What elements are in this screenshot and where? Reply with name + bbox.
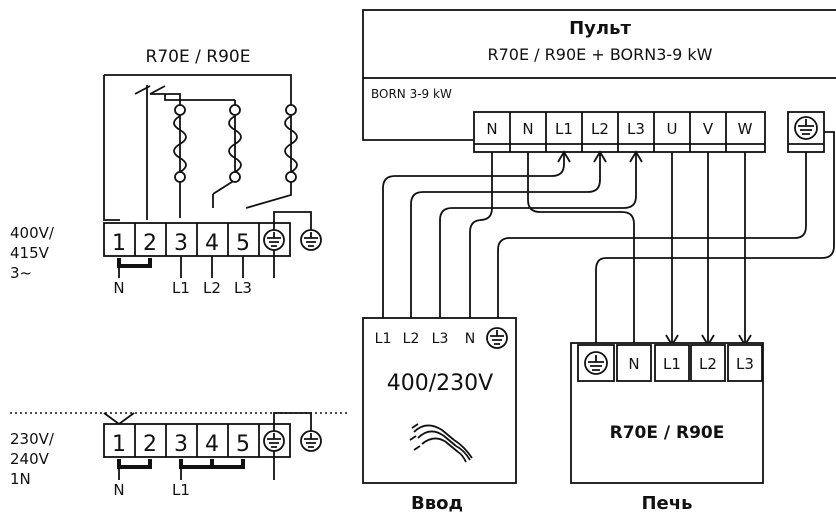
- panel-terminal-l2: L2: [591, 120, 609, 138]
- label-l3: L3: [234, 279, 252, 297]
- voltage-1phase-line2: 240V: [10, 450, 50, 468]
- terminal-4: 4: [205, 231, 219, 256]
- ground-icon: [263, 430, 285, 452]
- ground-icon: [273, 211, 322, 251]
- heater-terminal-l1: L1: [663, 355, 681, 373]
- ground-icon: [787, 111, 825, 153]
- heater-model: R70E / R90E: [610, 423, 725, 443]
- voltage-3phase-line3: 3~: [10, 264, 32, 282]
- heater-caption: Печь: [641, 493, 692, 514]
- cable-icon: [409, 423, 473, 463]
- voltage-1phase-line1: 230V/: [10, 430, 55, 448]
- terminal-5-lower: 5: [236, 432, 250, 457]
- heater-terminal-n: N: [628, 355, 639, 373]
- panel-subtitle: R70E / R90E + BORN3-9 kW: [488, 45, 713, 64]
- heating-element-icon: [173, 104, 298, 183]
- ground-icon: [263, 229, 285, 251]
- supply-terminal-l3: L3: [432, 331, 449, 347]
- label-n-lower: N: [113, 481, 124, 499]
- terminal-3: 3: [174, 231, 188, 256]
- wires: [382, 131, 835, 347]
- heater-terminal-l3: L3: [736, 355, 754, 373]
- panel-terminal-v: V: [703, 120, 714, 138]
- terminal-3-lower: 3: [174, 432, 188, 457]
- supply-terminal-l2: L2: [403, 331, 420, 347]
- terminal-2: 2: [143, 231, 157, 256]
- panel-terminal-n2: N: [522, 120, 533, 138]
- supply-voltage: 400/230V: [387, 371, 493, 396]
- label-n: N: [113, 279, 124, 297]
- panel-terminal-l1: L1: [555, 120, 573, 138]
- terminal-2-lower: 2: [143, 432, 157, 457]
- voltage-3phase-line1: 400V/: [10, 224, 55, 242]
- terminal-5: 5: [236, 231, 250, 256]
- heater-element-wiring: [103, 74, 292, 221]
- ground-icon: [486, 327, 508, 349]
- terminal-block-1phase: 1 2 3 4 5: [103, 423, 291, 458]
- panel-terminal-n1: N: [486, 120, 497, 138]
- voltage-3phase-line2: 415V: [10, 244, 50, 262]
- jumper: [117, 258, 152, 268]
- ground-icon: [584, 351, 608, 375]
- panel-terminal-l3: L3: [627, 120, 645, 138]
- terminal-1-lower: 1: [112, 432, 126, 457]
- panel-terminal-w: W: [738, 120, 753, 138]
- left-title: R70E / R90E: [146, 47, 251, 67]
- panel-terminal-strip: N N L1 L2 L3 U V W: [473, 111, 766, 153]
- label-l2: L2: [203, 279, 221, 297]
- terminal-4-lower: 4: [205, 432, 219, 457]
- label-l1-lower: L1: [172, 481, 190, 499]
- panel-terminal-u: U: [667, 120, 678, 138]
- terminal-block-3phase: 1 2 3 4 5: [103, 222, 291, 257]
- jumper-l: [179, 459, 245, 469]
- supply-terminal-n: N: [465, 331, 475, 347]
- subpanel-label: BORN 3-9 kW: [371, 87, 452, 101]
- heater-box: N L1 L2 L3 R70E / R90E: [570, 342, 764, 484]
- ground-icon: [273, 412, 322, 452]
- jumper-n: [117, 459, 152, 469]
- terminal-1: 1: [112, 231, 126, 256]
- heater-terminal-l2: L2: [699, 355, 717, 373]
- supply-caption: Ввод: [411, 493, 463, 514]
- panel-title: Пульт: [569, 18, 631, 39]
- voltage-1phase-line3: 1N: [10, 470, 31, 488]
- supply-terminal-l1: L1: [375, 331, 392, 347]
- label-l1: L1: [172, 279, 190, 297]
- control-panel: Пульт R70E / R90E + BORN3-9 kW BORN 3-9 …: [362, 9, 836, 141]
- supply-box: L1 L2 L3 N 400/230V: [362, 317, 517, 484]
